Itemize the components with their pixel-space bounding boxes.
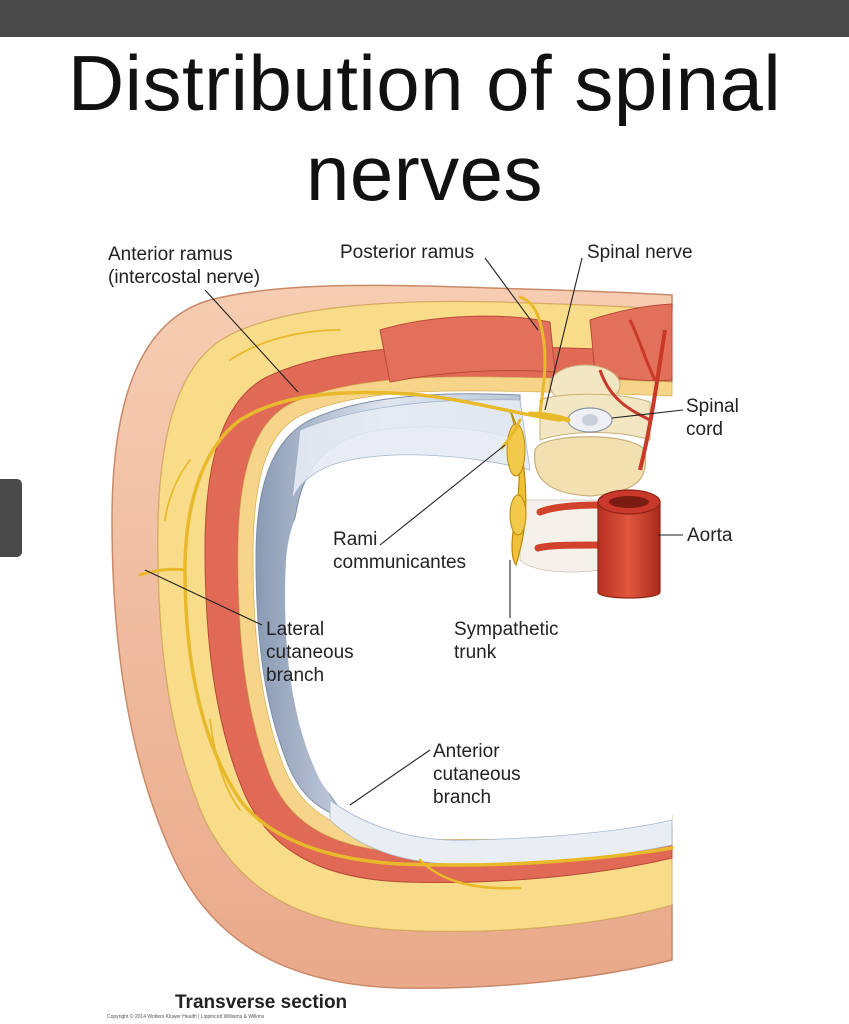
label-sympathetic-2: trunk [454, 642, 497, 663]
label-sympathetic-1: Sympathetic [454, 619, 559, 640]
label-lateral-2: cutaneous [266, 642, 354, 663]
label-spinal-nerve: Spinal nerve [587, 242, 693, 263]
side-tab-handle[interactable] [0, 479, 22, 557]
leader-lines [144, 257, 684, 806]
disc-area [519, 499, 601, 573]
spinal-cord-core [582, 414, 598, 426]
copyright-line: Copyright © 2014 Wolters Kluwer Health |… [107, 1013, 265, 1020]
intercostal-vessels [534, 319, 667, 552]
vertebral-body [533, 436, 647, 497]
label-spinal-cord-2: cord [686, 419, 723, 440]
caption-transverse-section: Transverse section [175, 992, 347, 1013]
label-lateral-3: branch [266, 665, 324, 686]
posterior-ramus-path [518, 295, 547, 414]
spinal-nerve-stem [527, 411, 571, 423]
label-anterior-cutaneous-3: branch [433, 787, 491, 808]
aorta-vessel [597, 489, 661, 599]
page-title: Distribution of spinal nerves [0, 38, 849, 218]
label-rami-2: communicantes [333, 552, 466, 573]
lateral-cutaneous-path [138, 567, 187, 577]
anterior-inner-layer [329, 799, 673, 865]
title-line-2: nerves [305, 129, 544, 217]
title-line-1: Distribution of spinal [67, 39, 782, 127]
label-rami-1: Rami [333, 529, 377, 550]
label-anterior-ramus-1: Anterior ramus [108, 244, 233, 265]
vertebral-region [379, 303, 673, 573]
pleura-upper-sheet [291, 399, 531, 501]
label-anterior-ramus-2: (intercostal nerve) [108, 267, 260, 288]
label-posterior-ramus: Posterior ramus [340, 242, 474, 263]
anterior-cutaneous-path [418, 858, 522, 890]
nerve-paths [138, 295, 674, 890]
top-bar [0, 0, 849, 37]
label-anterior-cutaneous-1: Anterior [433, 741, 500, 762]
label-aorta: Aorta [687, 525, 733, 546]
back-muscle-left [379, 315, 556, 383]
label-anterior-cutaneous-2: cutaneous [433, 764, 521, 785]
label-lateral-1: Lateral [266, 619, 324, 640]
label-spinal-cord-1: Spinal [686, 396, 739, 417]
